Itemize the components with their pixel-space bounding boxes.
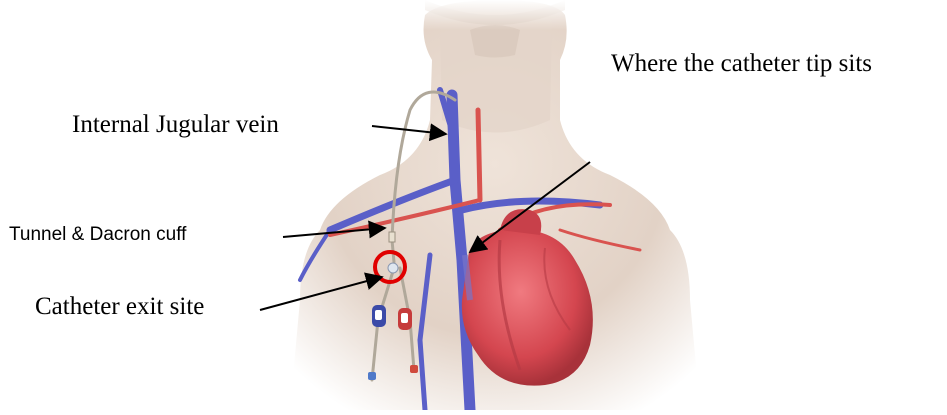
label-internal-jugular-vein: Internal Jugular vein — [72, 112, 279, 137]
label-exit-site: Catheter exit site — [35, 294, 204, 319]
label-tunnel-cuff: Tunnel & Dacron cuff — [9, 225, 186, 244]
dacron-cuff — [389, 232, 395, 242]
label-catheter-tip: Where the catheter tip sits — [611, 51, 872, 76]
